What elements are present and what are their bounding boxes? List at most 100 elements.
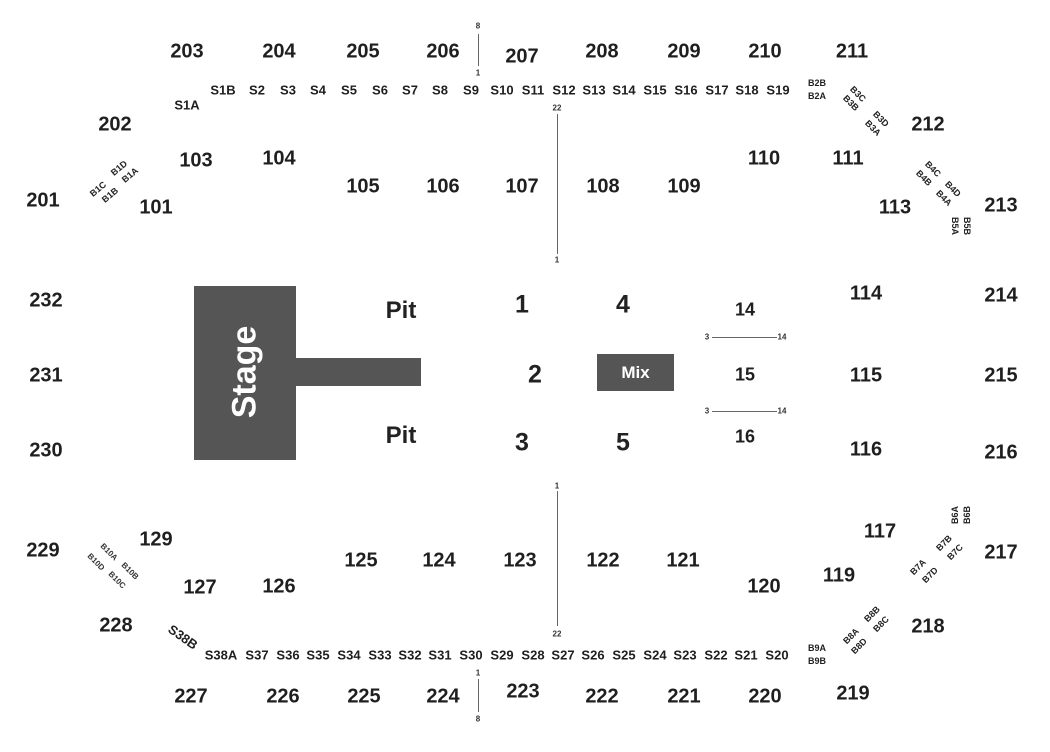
- section-200[interactable]: 224: [426, 685, 460, 708]
- suite[interactable]: S11: [521, 82, 545, 98]
- suite[interactable]: S22: [704, 647, 728, 663]
- suite[interactable]: S20: [765, 647, 789, 663]
- section-200[interactable]: 222: [585, 685, 619, 708]
- floor-section[interactable]: 4: [616, 290, 630, 319]
- box-seat[interactable]: B8C: [871, 614, 891, 634]
- section-200[interactable]: 228: [99, 614, 133, 637]
- suite[interactable]: S12: [552, 82, 576, 98]
- suite[interactable]: S33: [368, 647, 392, 663]
- section-200[interactable]: 220: [748, 685, 782, 708]
- box-seat[interactable]: B1A: [120, 165, 140, 184]
- section-200[interactable]: 207: [505, 45, 539, 68]
- section-100[interactable]: 117: [863, 520, 897, 543]
- floor-section[interactable]: 5: [616, 428, 630, 457]
- section-100[interactable]: 106: [426, 175, 460, 198]
- box-seat[interactable]: B3A: [863, 118, 883, 138]
- box-seat[interactable]: B5A: [946, 217, 964, 235]
- suite[interactable]: S5: [341, 82, 357, 98]
- section-100[interactable]: 125: [344, 549, 378, 572]
- box-seat[interactable]: B2A: [807, 91, 827, 101]
- section-200[interactable]: 226: [266, 685, 300, 708]
- section-100[interactable]: 124: [422, 549, 456, 572]
- section-200[interactable]: 210: [748, 40, 782, 63]
- box-seat[interactable]: B3B: [841, 93, 861, 113]
- section-200[interactable]: 216: [984, 441, 1018, 464]
- section-100[interactable]: 107: [505, 175, 539, 198]
- suite[interactable]: S9: [463, 82, 479, 98]
- section-200[interactable]: 229: [26, 539, 60, 562]
- section-100[interactable]: 105: [346, 175, 380, 198]
- suite[interactable]: S38A: [204, 647, 238, 663]
- suite[interactable]: S27: [551, 647, 575, 663]
- suite[interactable]: S24: [643, 647, 667, 663]
- section-100[interactable]: 120: [747, 575, 781, 598]
- section-200[interactable]: 211: [835, 40, 869, 63]
- section-100[interactable]: 115: [849, 364, 883, 387]
- section-200[interactable]: 212: [911, 113, 945, 136]
- section-200[interactable]: 208: [585, 40, 619, 63]
- box-seat[interactable]: B10B: [120, 561, 141, 582]
- box-seat[interactable]: B9B: [807, 656, 827, 666]
- section-100[interactable]: 129: [139, 528, 173, 551]
- section-200[interactable]: 204: [262, 40, 296, 63]
- box-seat[interactable]: B8D: [849, 636, 869, 656]
- suite[interactable]: S6: [372, 82, 388, 98]
- suite[interactable]: S2: [249, 82, 265, 98]
- section-100[interactable]: 121: [666, 549, 700, 572]
- section-100[interactable]: 111: [832, 147, 864, 170]
- section-200[interactable]: 202: [98, 113, 132, 136]
- section-200[interactable]: 217: [984, 541, 1018, 564]
- suite[interactable]: S1B: [210, 82, 236, 98]
- suite[interactable]: S3: [280, 82, 296, 98]
- section-200[interactable]: 230: [29, 439, 63, 462]
- suite[interactable]: S1A: [174, 97, 200, 113]
- section-200[interactable]: 203: [170, 40, 204, 63]
- stage[interactable]: [194, 286, 296, 460]
- box-seat[interactable]: B10A: [99, 542, 120, 563]
- box-seat[interactable]: B4A: [934, 188, 954, 208]
- suite[interactable]: S14: [612, 82, 636, 98]
- section-200[interactable]: 218: [911, 615, 945, 638]
- floor-section[interactable]: 16: [734, 426, 756, 447]
- suite[interactable]: S31: [428, 647, 452, 663]
- section-100[interactable]: 104: [262, 147, 296, 170]
- suite[interactable]: S13: [582, 82, 606, 98]
- floor-section[interactable]: 3: [515, 428, 529, 457]
- section-100[interactable]: 109: [667, 175, 701, 198]
- box-seat[interactable]: B8B: [862, 604, 882, 624]
- suite[interactable]: S37: [245, 647, 269, 663]
- box-seat[interactable]: B6A: [946, 506, 964, 524]
- suite[interactable]: S29: [490, 647, 514, 663]
- suite[interactable]: S15: [643, 82, 667, 98]
- floor-section[interactable]: 15: [734, 364, 756, 385]
- suite[interactable]: S17: [705, 82, 729, 98]
- section-100[interactable]: 113: [878, 196, 912, 219]
- suite[interactable]: S19: [766, 82, 790, 98]
- section-100[interactable]: 116: [849, 438, 883, 461]
- section-100[interactable]: 101: [139, 196, 173, 219]
- suite[interactable]: S32: [398, 647, 422, 663]
- floor-section[interactable]: 14: [734, 299, 756, 320]
- suite[interactable]: S26: [581, 647, 605, 663]
- section-100[interactable]: 110: [747, 147, 781, 170]
- suite[interactable]: S38B: [165, 622, 200, 653]
- section-200[interactable]: 214: [984, 284, 1018, 307]
- section-200[interactable]: 219: [836, 682, 870, 705]
- box-seat[interactable]: B10D: [86, 552, 107, 573]
- floor-section[interactable]: 1: [515, 290, 529, 319]
- box-seat[interactable]: B7D: [920, 565, 940, 585]
- suite[interactable]: S30: [459, 647, 483, 663]
- section-200[interactable]: 201: [26, 189, 60, 212]
- box-seat[interactable]: B4B: [914, 168, 934, 188]
- section-100[interactable]: 122: [586, 549, 620, 572]
- section-200[interactable]: 221: [667, 685, 701, 708]
- section-200[interactable]: 232: [29, 289, 63, 312]
- section-100[interactable]: 127: [183, 576, 217, 599]
- section-200[interactable]: 206: [426, 40, 460, 63]
- suite[interactable]: S28: [521, 647, 545, 663]
- section-100[interactable]: 126: [262, 575, 296, 598]
- suite[interactable]: S23: [673, 647, 697, 663]
- suite[interactable]: S18: [735, 82, 759, 98]
- suite[interactable]: S4: [310, 82, 326, 98]
- section-200[interactable]: 209: [667, 40, 701, 63]
